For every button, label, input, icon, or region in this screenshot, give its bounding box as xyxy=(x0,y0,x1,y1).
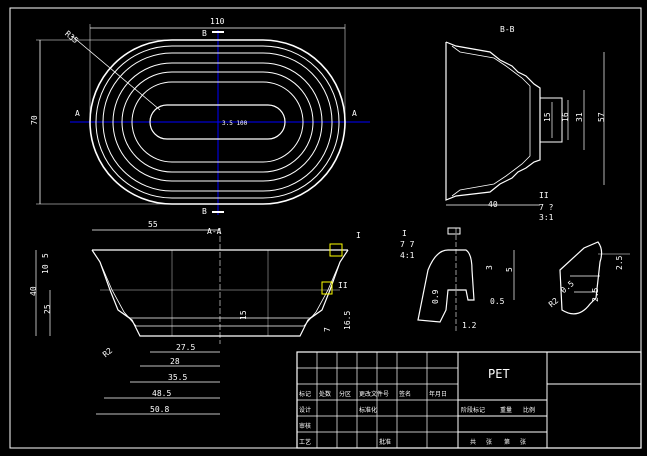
detail-ii-dim-r2: R2 xyxy=(547,296,560,309)
section-aa-view[interactable]: A-A 55 40 25 10 5 R2 15 7 16.5 27.5 28 3… xyxy=(29,220,361,415)
dim-width-text: 110 xyxy=(210,17,225,26)
top-view-outline-6 xyxy=(131,81,304,163)
tb-sheet-3: 第 xyxy=(504,438,510,446)
section-bb-view[interactable]: B-B 57 31 16 15 40 II 7 ? 3:1 xyxy=(445,25,606,222)
detail-i-dim-5: 5 xyxy=(505,267,514,272)
top-view[interactable]: 110 70 R35 B B A A 3.5 100 xyxy=(30,17,370,216)
dim-15-text-aa: 15 xyxy=(239,310,248,320)
section-bb-title: B-B xyxy=(500,25,515,34)
detail-i-title: I xyxy=(402,229,407,238)
tb-header-cell-4: 签名 xyxy=(399,390,411,398)
section-label-a-left: A xyxy=(75,109,80,118)
detail-i-tab xyxy=(447,227,461,235)
detail-i-dim-3: 3 xyxy=(485,265,494,270)
dim-5-text: 5 xyxy=(41,253,50,258)
tb-row-label-3: 审核 xyxy=(299,422,311,430)
tb-header-cell-5: 年月日 xyxy=(429,390,447,398)
dim-height-text: 70 xyxy=(30,115,39,125)
dim-radius-text: R35 xyxy=(63,29,80,45)
detail-ii-profile xyxy=(559,241,603,315)
tb-row-label-4: 工艺 xyxy=(299,438,311,446)
slot-dims-text: 3.5 100 xyxy=(222,120,248,127)
dim-15-text: 15 xyxy=(543,112,552,122)
detail-ii-view[interactable]: 2.5 2.5 R2 0.5 xyxy=(547,241,630,315)
title-block[interactable]: PET 标记 设计 审核 工艺 处数 分区 更改文件号 签名 年月日 标准化 批… xyxy=(296,351,642,449)
detail-i-dim-0-9: 0.9 xyxy=(431,289,440,304)
detail-ii-label: II xyxy=(539,191,549,200)
top-view-outline-5 xyxy=(121,71,314,173)
section-bb-boss xyxy=(539,97,563,143)
tb-material: PET xyxy=(488,367,510,381)
dim-28-text: 28 xyxy=(170,357,180,366)
dim-55-text: 55 xyxy=(148,220,158,229)
section-bb-inner xyxy=(451,45,531,197)
detail-ii-label-aa: II xyxy=(338,281,348,290)
tb-stage-1: 阶段标记 xyxy=(461,406,485,414)
top-view-outline-3 xyxy=(102,52,333,192)
detail-ii-scale-a: 7 ? xyxy=(539,203,554,212)
dim-r2-text: R2 xyxy=(101,346,114,359)
dim-31-text: 31 xyxy=(575,112,584,122)
detail-i-view[interactable]: I 7 7 4:1 3 5 0.9 0.5 1.2 xyxy=(400,227,515,332)
radius-leader xyxy=(71,35,161,111)
tb-sheet-4: 张 xyxy=(520,438,526,446)
tb-row-label-2: 设计 xyxy=(299,406,311,414)
detail-ii-dim-2-5-b: 2.5 xyxy=(591,287,600,302)
dim-48-5-text: 48.5 xyxy=(152,389,171,398)
section-label-b-bottom: B xyxy=(202,207,207,216)
dim-35-5-text: 35.5 xyxy=(168,373,187,382)
tb-stage-3: 比例 xyxy=(523,406,535,414)
dim-25-text: 25 xyxy=(43,304,52,314)
top-view-outline-4 xyxy=(112,62,323,182)
dim-10-text: 10 xyxy=(41,264,50,274)
dim-16-5-text: 16.5 xyxy=(343,311,352,330)
section-label-a-right: A xyxy=(352,109,357,118)
detail-ii-scale-b: 3:1 xyxy=(539,213,554,222)
detail-i-scale-a: 7 7 xyxy=(400,240,415,249)
detail-ii-dim-2-5-a: 2.5 xyxy=(615,255,624,270)
dim-57-text: 57 xyxy=(597,112,606,122)
dim-50-8-text: 50.8 xyxy=(150,405,169,414)
section-bb-profile xyxy=(445,41,541,201)
tb-stage-2: 重量 xyxy=(500,406,512,414)
tb-sheet-2: 张 xyxy=(486,438,492,446)
dim-40-text: 40 xyxy=(488,200,498,209)
tb-sheet-1: 共 xyxy=(470,438,476,446)
detail-i-label-aa: I xyxy=(356,231,361,240)
top-view-slot xyxy=(149,104,286,140)
detail-i-scale-b: 4:1 xyxy=(400,251,415,260)
tb-header-cell-3: 更改文件号 xyxy=(359,390,389,398)
dim-16-text: 16 xyxy=(561,112,570,122)
dim-27-5-text: 27.5 xyxy=(176,343,195,352)
tb-approve-label: 批准 xyxy=(379,438,391,446)
dim-40-text-aa: 40 xyxy=(29,286,38,296)
tb-header-cell-2: 分区 xyxy=(339,390,351,398)
detail-i-marker[interactable] xyxy=(329,243,343,257)
detail-ii-dim-0-5: 0.5 xyxy=(559,279,576,295)
tb-header-cell-1: 处数 xyxy=(319,390,331,398)
tb-row-label-1: 标记 xyxy=(299,390,311,398)
section-aa-title: A-A xyxy=(207,227,222,236)
detail-i-dim-1-2: 1.2 xyxy=(462,321,477,330)
tb-std-label: 标准化 xyxy=(359,406,377,414)
top-view-outline-2 xyxy=(95,45,340,199)
detail-ii-marker[interactable] xyxy=(321,281,333,295)
detail-i-dim-0-5: 0.5 xyxy=(490,297,505,306)
dim-7-text: 7 xyxy=(323,327,332,332)
detail-i-profile xyxy=(417,249,475,323)
section-label-b-top: B xyxy=(202,29,207,38)
